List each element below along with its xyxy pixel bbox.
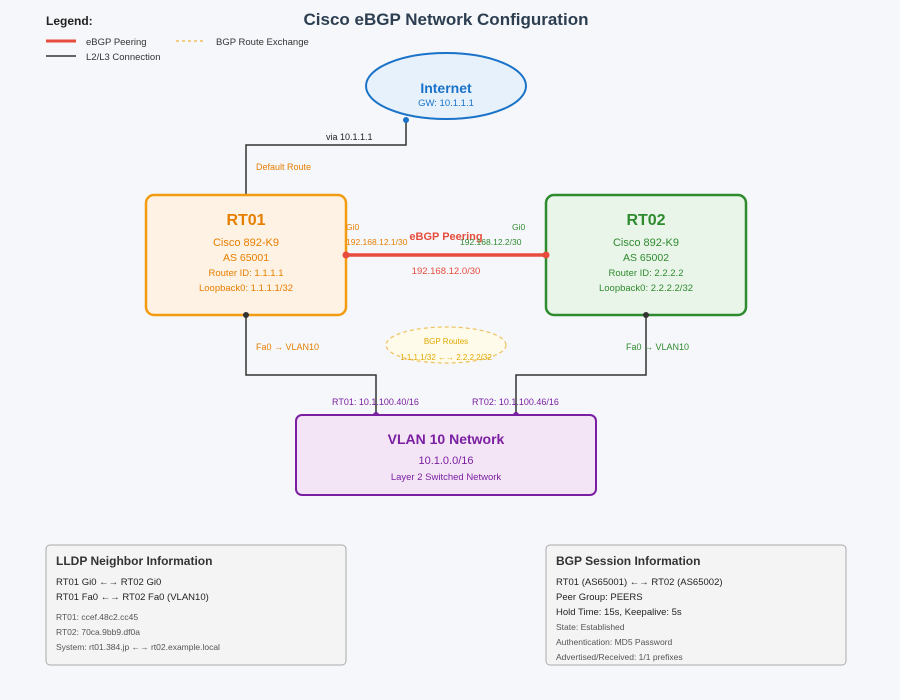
rt02-fa0-label: Fa0 → VLAN10 — [626, 342, 689, 352]
peering-subnet: 192.168.12.0/30 — [412, 266, 481, 277]
internet-gateway: GW: 10.1.1.1 — [418, 98, 474, 109]
rt01-fa0-endpoint — [243, 312, 249, 318]
rt01-node: RT01 Cisco 892-K9 AS 65001 Router ID: 1.… — [144, 193, 348, 317]
rt02-loopback: Loopback0: 2.2.2.2/32 — [599, 283, 693, 294]
bgp-session-title: BGP Session Information — [556, 554, 700, 568]
vlan-node: VLAN 10 Network 10.1.0.0/16 Layer 2 Swit… — [295, 414, 597, 496]
rt01-as: AS 65001 — [223, 252, 269, 264]
lldp-panel-box — [45, 544, 347, 666]
lldp-line: RT01 Gi0 ←→ RT02 Gi0 — [56, 577, 161, 588]
rt02-gi0-ip: 192.168.12.2/30 — [460, 237, 522, 247]
internet-node: Internet GW: 10.1.1.1 — [365, 52, 527, 120]
rt01-name: RT01 — [226, 212, 265, 229]
rt01-fa0-label: Fa0 → VLAN10 — [256, 342, 319, 352]
lldp-detail: RT01: ccef.48c2.cc45 — [56, 612, 138, 622]
lldp-info-panel: LLDP Neighbor Information RT01 Gi0 ←→ RT… — [45, 544, 347, 666]
bgp-session-panel: BGP Session Information RT01 (AS65001) ←… — [545, 544, 847, 666]
bgp-panel-box — [545, 544, 847, 666]
rt02-name: RT02 — [626, 212, 665, 229]
vlan-box — [295, 414, 597, 496]
rt01-vlan-link — [245, 315, 377, 415]
bgp-session-line: Hold Time: 15s, Keepalive: 5s — [556, 607, 682, 618]
rt01-model: Cisco 892-K9 — [213, 237, 279, 249]
bgp-routes-title: BGP Routes — [424, 337, 468, 346]
bgp-session-detail: Authentication: MD5 Password — [556, 637, 672, 647]
rt01-gi0-ip: 192.168.12.1/30 — [346, 237, 408, 247]
bgp-session-line: Peer Group: PEERS — [556, 592, 643, 603]
default-route-label: Default Route — [256, 162, 311, 172]
ebgp-peering-label: eBGP Peering — [409, 231, 482, 243]
rt02-router-id: Router ID: 2.2.2.2 — [609, 268, 684, 279]
rt02-node: RT02 Cisco 892-K9 AS 65002 Router ID: 2.… — [544, 193, 748, 317]
bgp-routes-ellipse — [385, 326, 507, 364]
internet-link — [245, 120, 407, 195]
bgp-session-detail: State: Established — [556, 622, 625, 632]
rt01-router-id: Router ID: 1.1.1.1 — [209, 268, 284, 279]
rt02-vlan-link — [515, 315, 647, 415]
bgp-session-line: RT01 (AS65001) ←→ RT02 (AS65002) — [556, 577, 723, 588]
rt01-vlan-ip: RT01: 10.1.100.40/16 — [332, 397, 419, 407]
internet-title: Internet — [420, 80, 472, 96]
diagram-title: Cisco eBGP Network Configuration — [304, 10, 589, 29]
legend-heading: Legend: — [46, 14, 93, 28]
rt02-fa0-endpoint — [643, 312, 649, 318]
internet-ellipse — [365, 52, 527, 120]
rt02-vlan-ip: RT02: 10.1.100.46/16 — [472, 397, 559, 407]
rt02-as: AS 65002 — [623, 252, 669, 264]
lldp-detail: RT02: 70ca.9bb9.df0a — [56, 627, 140, 637]
legend-l2l3-label: L2/L3 Connection — [86, 52, 160, 63]
rt01-gi0-endpoint — [342, 251, 350, 259]
bgp-session-detail: Advertised/Received: 1/1 prefixes — [556, 652, 683, 662]
legend: Legend: eBGP Peering BGP Route Exchange … — [46, 14, 309, 63]
vlan-subnet: 10.1.0.0/16 — [418, 455, 473, 467]
rt02-model: Cisco 892-K9 — [613, 237, 679, 249]
internet-via-label: via 10.1.1.1 — [326, 132, 373, 142]
rt01-loopback: Loopback0: 1.1.1.1/32 — [199, 283, 293, 294]
lldp-detail: System: rt01.384.jp ←→ rt02.example.loca… — [56, 642, 220, 652]
bgp-routes-bubble: BGP Routes 1.1.1.1/32 ←→ 2.2.2.2/32 — [385, 326, 507, 364]
rt02-gi0-label: Gi0 — [512, 222, 526, 232]
vlan-description: Layer 2 Switched Network — [391, 472, 502, 483]
lldp-title: LLDP Neighbor Information — [56, 554, 212, 568]
lldp-line: RT01 Fa0 ←→ RT02 Fa0 (VLAN10) — [56, 592, 209, 603]
vlan-title: VLAN 10 Network — [388, 431, 505, 447]
bgp-routes-list: 1.1.1.1/32 ←→ 2.2.2.2/32 — [400, 353, 492, 362]
legend-ebgp-label: eBGP Peering — [86, 37, 147, 48]
rt02-gi0-endpoint — [542, 251, 550, 259]
rt01-gi0-label: Gi0 — [346, 222, 360, 232]
internet-link-endpoint — [403, 117, 409, 123]
legend-route-exchange-label: BGP Route Exchange — [216, 37, 309, 48]
